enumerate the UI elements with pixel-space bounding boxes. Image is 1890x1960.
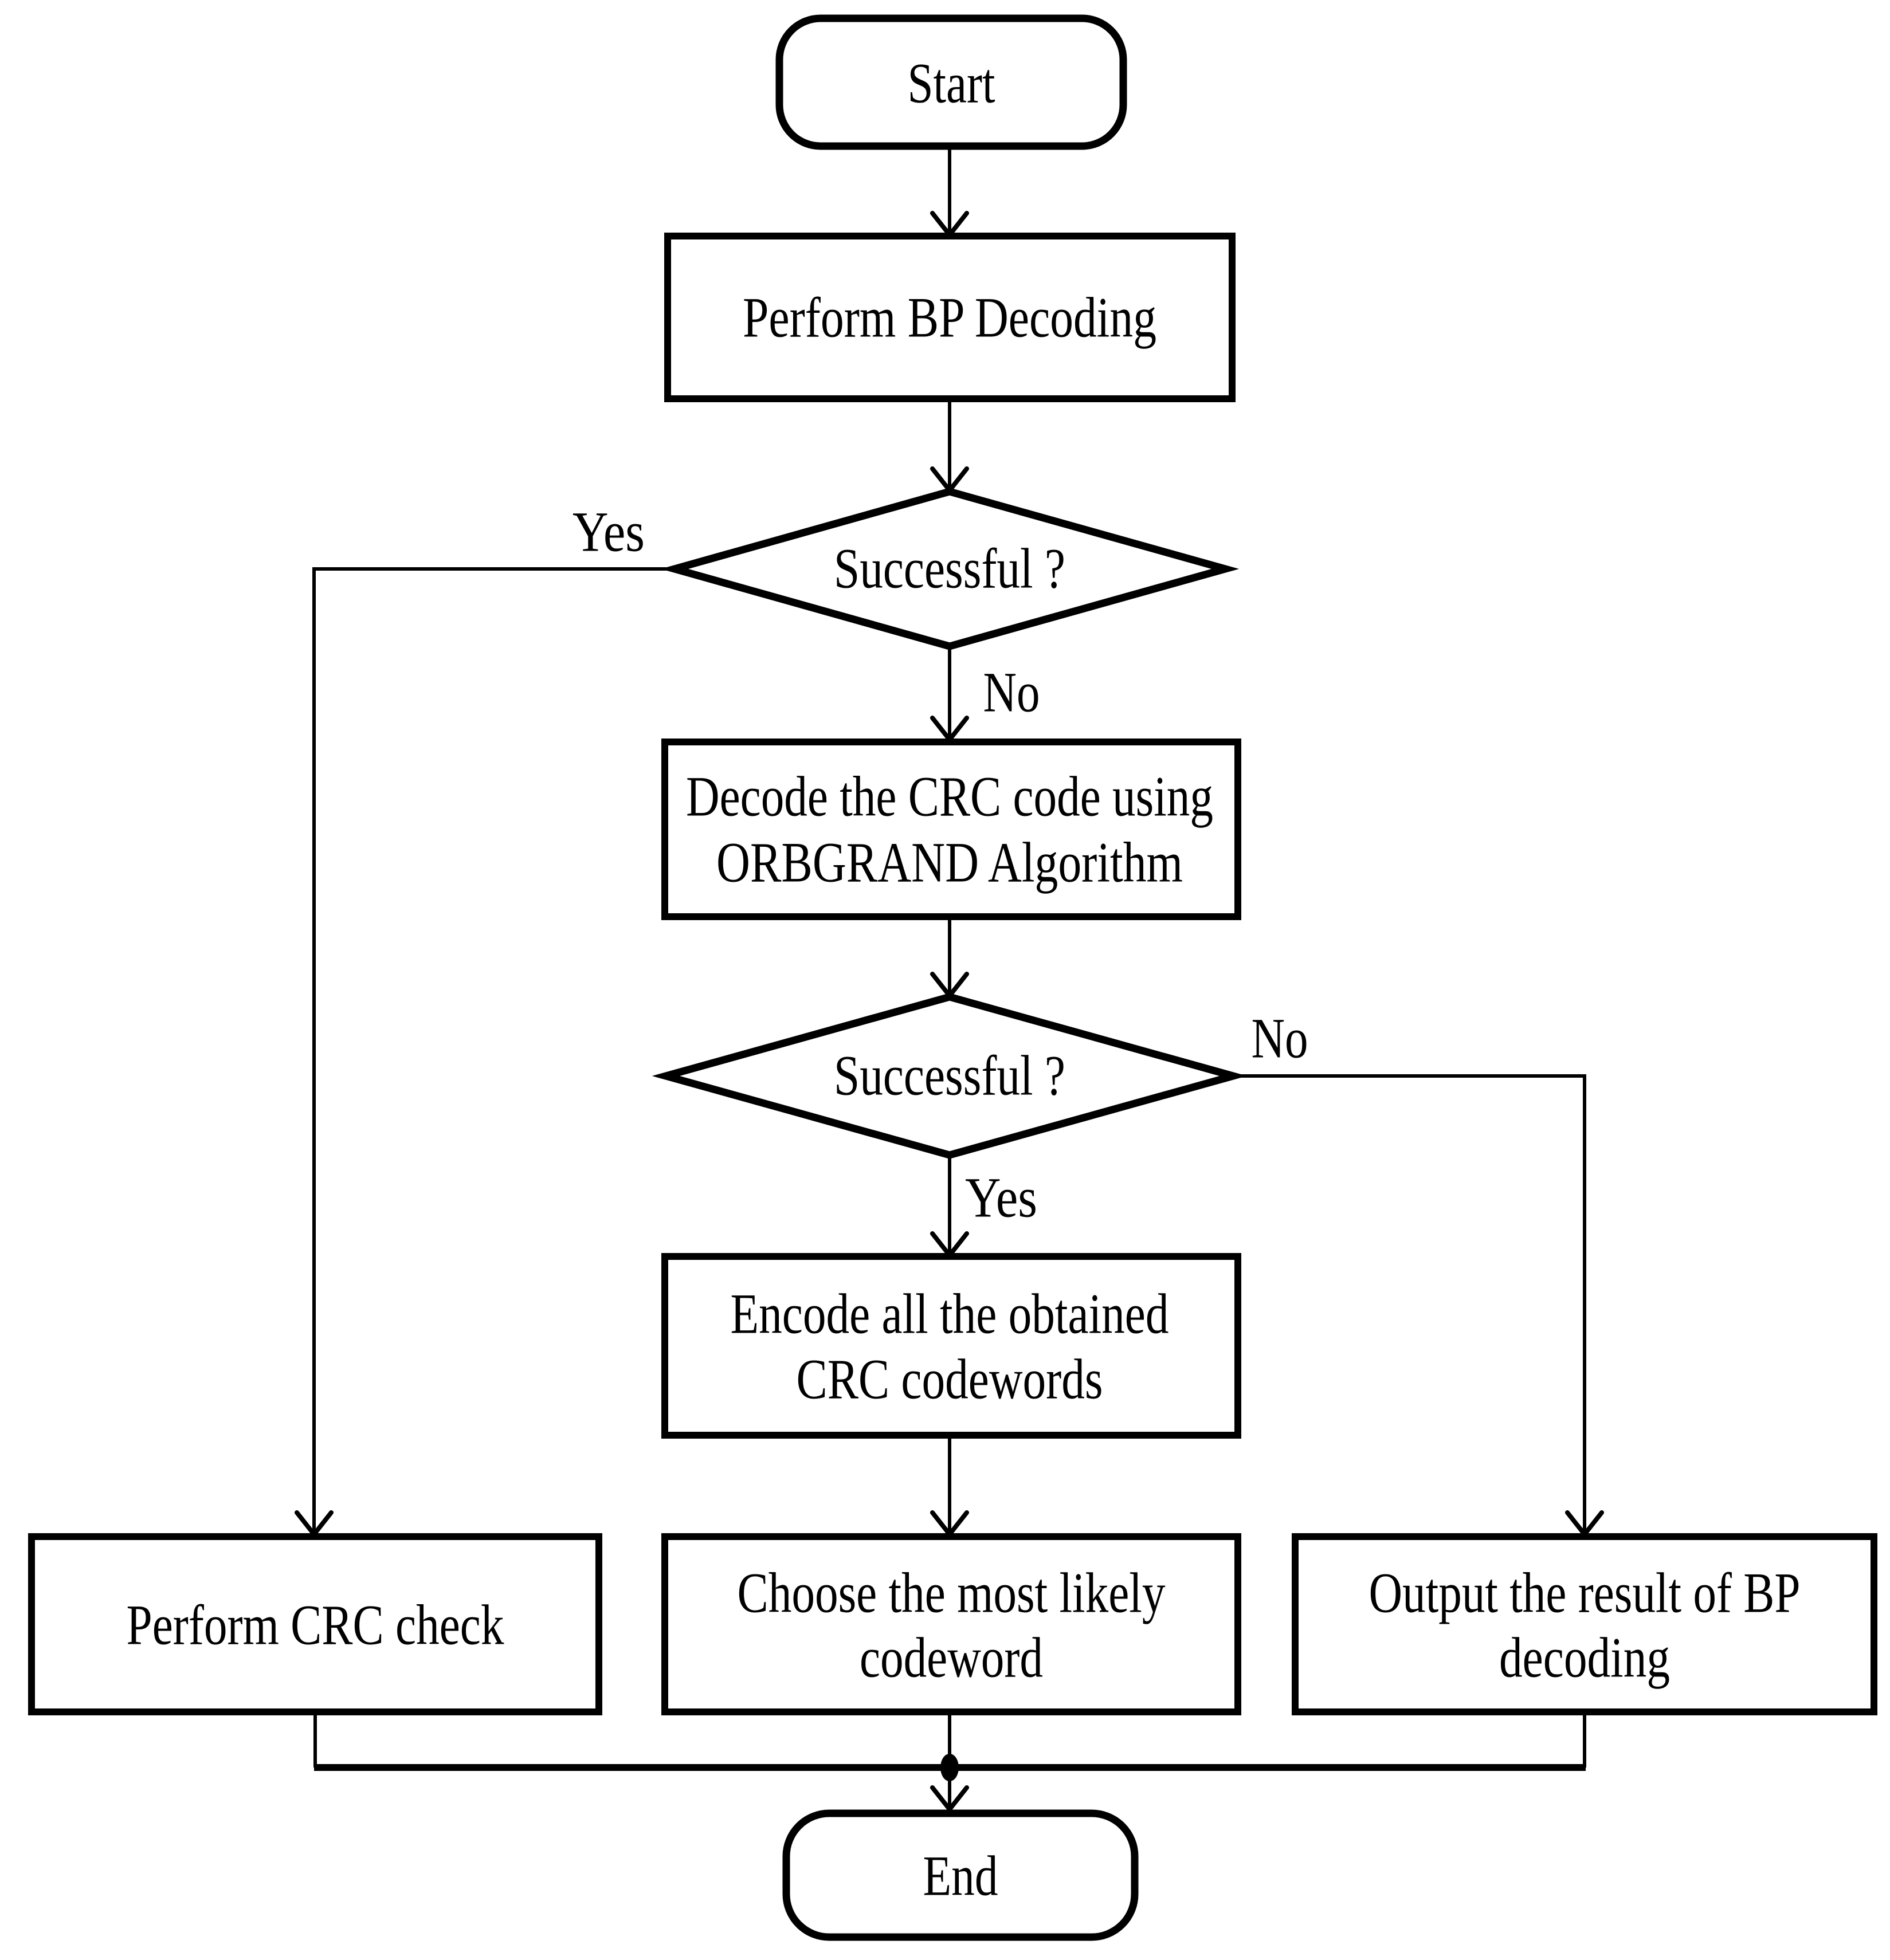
node-encode-crc [661,1253,1241,1439]
edge-label-decision-orbgrand-no: No [1252,1007,1308,1070]
node-output-bp-label-line1: Output the result of BP [1369,1561,1801,1625]
edge-labels: Yes No No Yes [573,500,1308,1230]
node-output-bp-label-line2: decoding [1499,1626,1670,1690]
node-choose-codeword-label-line2: codeword [860,1626,1043,1690]
nodes: Start Perform BP Decoding Successful ? D… [28,14,1877,1941]
edge-decision1-yes-to-crc-check [312,567,675,1533]
node-end [782,1809,1139,1941]
edge-label-decision-orbgrand-yes: Yes [965,1166,1037,1230]
node-decision-orbgrand [652,993,1248,1159]
node-perform-crc-check [28,1533,602,1715]
edge-label-decision-bp-no: No [983,661,1040,724]
node-decode-crc-label-line2: ORBGRAND Algorithm [716,831,1183,894]
node-encode-crc-label-line1: Encode all the obtained [731,1282,1169,1346]
node-choose-codeword-label-line1: Choose the most likely [738,1561,1166,1625]
junction-dot [940,1754,959,1781]
arrowhead-into-end [930,1785,969,1813]
node-start [775,14,1127,150]
node-decision-orbgrand-label: Successful ? [834,1044,1065,1107]
edge-label-decision-bp-yes: Yes [573,500,645,564]
node-decision-bp [660,488,1240,650]
node-perform-crc-check-label: Perform CRC check [127,1593,504,1657]
node-start-label: Start [908,52,995,115]
node-perform-bp [664,233,1236,402]
edge-decision2-no-to-output [1233,1074,1586,1533]
node-perform-bp-label: Perform BP Decoding [743,286,1156,349]
node-encode-crc-label-line2: CRC codewords [797,1348,1103,1411]
node-decode-crc [661,739,1241,920]
node-output-bp [1292,1533,1877,1715]
node-choose-codeword [661,1533,1241,1715]
node-decision-bp-label: Successful ? [834,537,1065,600]
node-end-label: End [923,1844,998,1908]
node-decode-crc-label-line1: Decode the CRC code using [686,765,1213,828]
